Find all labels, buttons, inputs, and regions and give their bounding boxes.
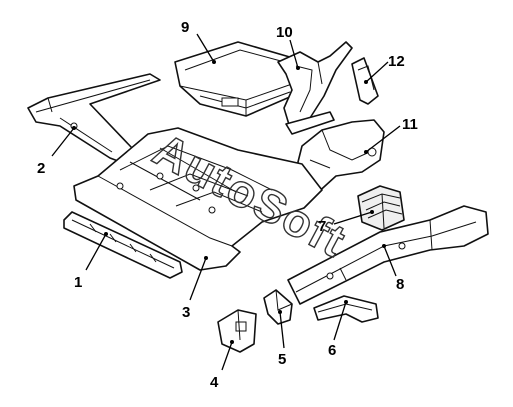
callout-2: 2 <box>37 160 45 177</box>
callout-11: 11 <box>402 116 418 133</box>
callout-5: 5 <box>278 351 286 368</box>
callout-4: 4 <box>210 374 219 391</box>
callout-7: 7 <box>318 218 326 235</box>
leader-lines <box>51 33 401 371</box>
part-5-bracket <box>263 289 293 325</box>
callout-8: 8 <box>396 276 404 293</box>
callout-6: 6 <box>328 342 336 359</box>
callout-1: 1 <box>74 274 82 291</box>
callout-labels: 9 10 12 11 2 7 8 1 3 4 5 6 <box>37 19 418 391</box>
part-7-bracket-box <box>357 185 405 231</box>
callout-10: 10 <box>276 24 293 41</box>
callout-12: 12 <box>388 53 405 70</box>
part-1-cross-member <box>63 211 183 279</box>
part-3-rear-floor-pan <box>73 127 323 271</box>
part-6-member <box>313 295 379 323</box>
part-4-bracket <box>217 309 257 353</box>
callout-9: 9 <box>181 19 189 36</box>
callout-3: 3 <box>182 304 190 321</box>
